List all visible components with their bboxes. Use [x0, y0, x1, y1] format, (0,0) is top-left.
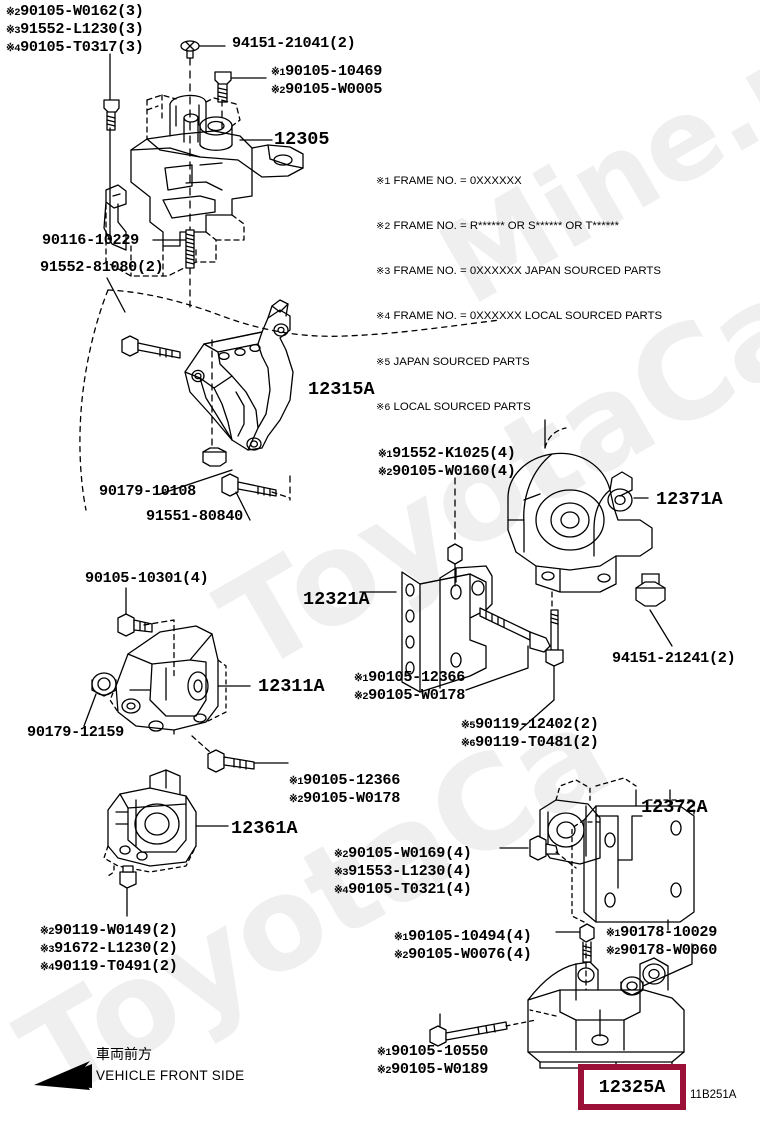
callout-90105-W0160: ※290105-W0160(4) — [378, 462, 516, 480]
legend-line-5: ※5 JAPAN SOURCED PARTS — [376, 355, 530, 369]
callout-90105-W0005: ※290105-W0005 — [271, 80, 383, 98]
callout-91552-L1230: ※391552-L1230(3) — [6, 20, 144, 38]
legend-line-1: ※1 FRAME NO. = 0XXXXXX — [376, 174, 522, 188]
front-side-japanese: 車両前方 — [96, 1047, 152, 1063]
callout-91552-K1025: ※191552-K1025(4) — [378, 444, 516, 462]
callout-90178-10029: ※190178-10029 — [606, 923, 718, 941]
front-side-english: VEHICLE FRONT SIDE — [96, 1068, 245, 1083]
highlighted-part-box[interactable]: 12325A — [578, 1064, 686, 1110]
callout-12311A: 12311A — [258, 676, 325, 697]
legend-line-3: ※3 FRAME NO. = 0XXXXXX JAPAN SOURCED PAR… — [376, 265, 661, 279]
callout-12315A: 12315A — [308, 379, 375, 400]
callout-12321A: 12321A — [303, 589, 370, 610]
callout-94151-21041: 94151-21041(2) — [232, 34, 356, 52]
callout-90105-W0162: ※290105-W0162(3) — [6, 2, 144, 20]
callout-90105-10494: ※190105-10494(4) — [394, 927, 532, 945]
callout-90105-12366-b: ※190105-12366 — [289, 771, 401, 789]
callout-90105-W0178-a: ※290105-W0178 — [354, 686, 466, 704]
callout-12371A: 12371A — [656, 489, 723, 510]
callout-90179-12159: 90179-12159 — [27, 723, 124, 741]
arrow-left-icon — [34, 1061, 92, 1090]
callout-90105-T0317: ※490105-T0317(3) — [6, 38, 144, 56]
highlighted-part-label: 12325A — [598, 1076, 666, 1098]
legend-line-6: ※6 LOCAL SOURCED PARTS — [376, 400, 531, 414]
callout-90119-W0149: ※290119-W0149(2) — [40, 921, 178, 939]
callout-12361A: 12361A — [231, 818, 298, 839]
callout-91553-L1230: ※391553-L1230(4) — [334, 862, 472, 880]
legend-block: ※1 FRAME NO. = 0XXXXXX ※2 FRAME NO. = R*… — [376, 145, 662, 445]
callout-90119-T0481: ※690119-T0481(2) — [461, 733, 599, 751]
callout-90178-W0060: ※290178-W0060 — [606, 941, 718, 959]
callout-91552-81080: 91552-81080(2) — [40, 258, 164, 276]
callout-90105-W0169: ※290105-W0169(4) — [334, 844, 472, 862]
callout-90105-W0178-b: ※290105-W0178 — [289, 789, 401, 807]
callout-90119-T0491: ※490119-T0491(2) — [40, 957, 178, 975]
callout-12372A: 12372A — [641, 797, 708, 818]
callout-90105-10301: 90105-10301(4) — [85, 569, 209, 587]
callout-90105-10550: ※190105-10550 — [377, 1042, 489, 1060]
callout-90105-10469: ※190105-10469 — [271, 62, 383, 80]
legend-line-2: ※2 FRAME NO. = R****** OR S****** OR T**… — [376, 220, 620, 234]
callout-90179-10108: 90179-10108 — [99, 482, 196, 500]
callout-94151-21241: 94151-21241(2) — [612, 649, 736, 667]
callout-90116-10229: 90116-10229 — [42, 231, 139, 249]
callout-90105-T0321: ※490105-T0321(4) — [334, 880, 472, 898]
legend-line-4: ※4 FRAME NO. = 0XXXXXX LOCAL SOURCED PAR… — [376, 310, 663, 324]
callout-12305: 12305 — [274, 129, 330, 150]
callout-90105-W0076: ※290105-W0076(4) — [394, 945, 532, 963]
callout-90105-W0189: ※290105-W0189 — [377, 1060, 489, 1078]
callout-91672-L1230: ※391672-L1230(2) — [40, 939, 178, 957]
callout-91551-80840: 91551-80840 — [146, 507, 243, 525]
diagram-id: 11B251A — [690, 1089, 737, 1101]
